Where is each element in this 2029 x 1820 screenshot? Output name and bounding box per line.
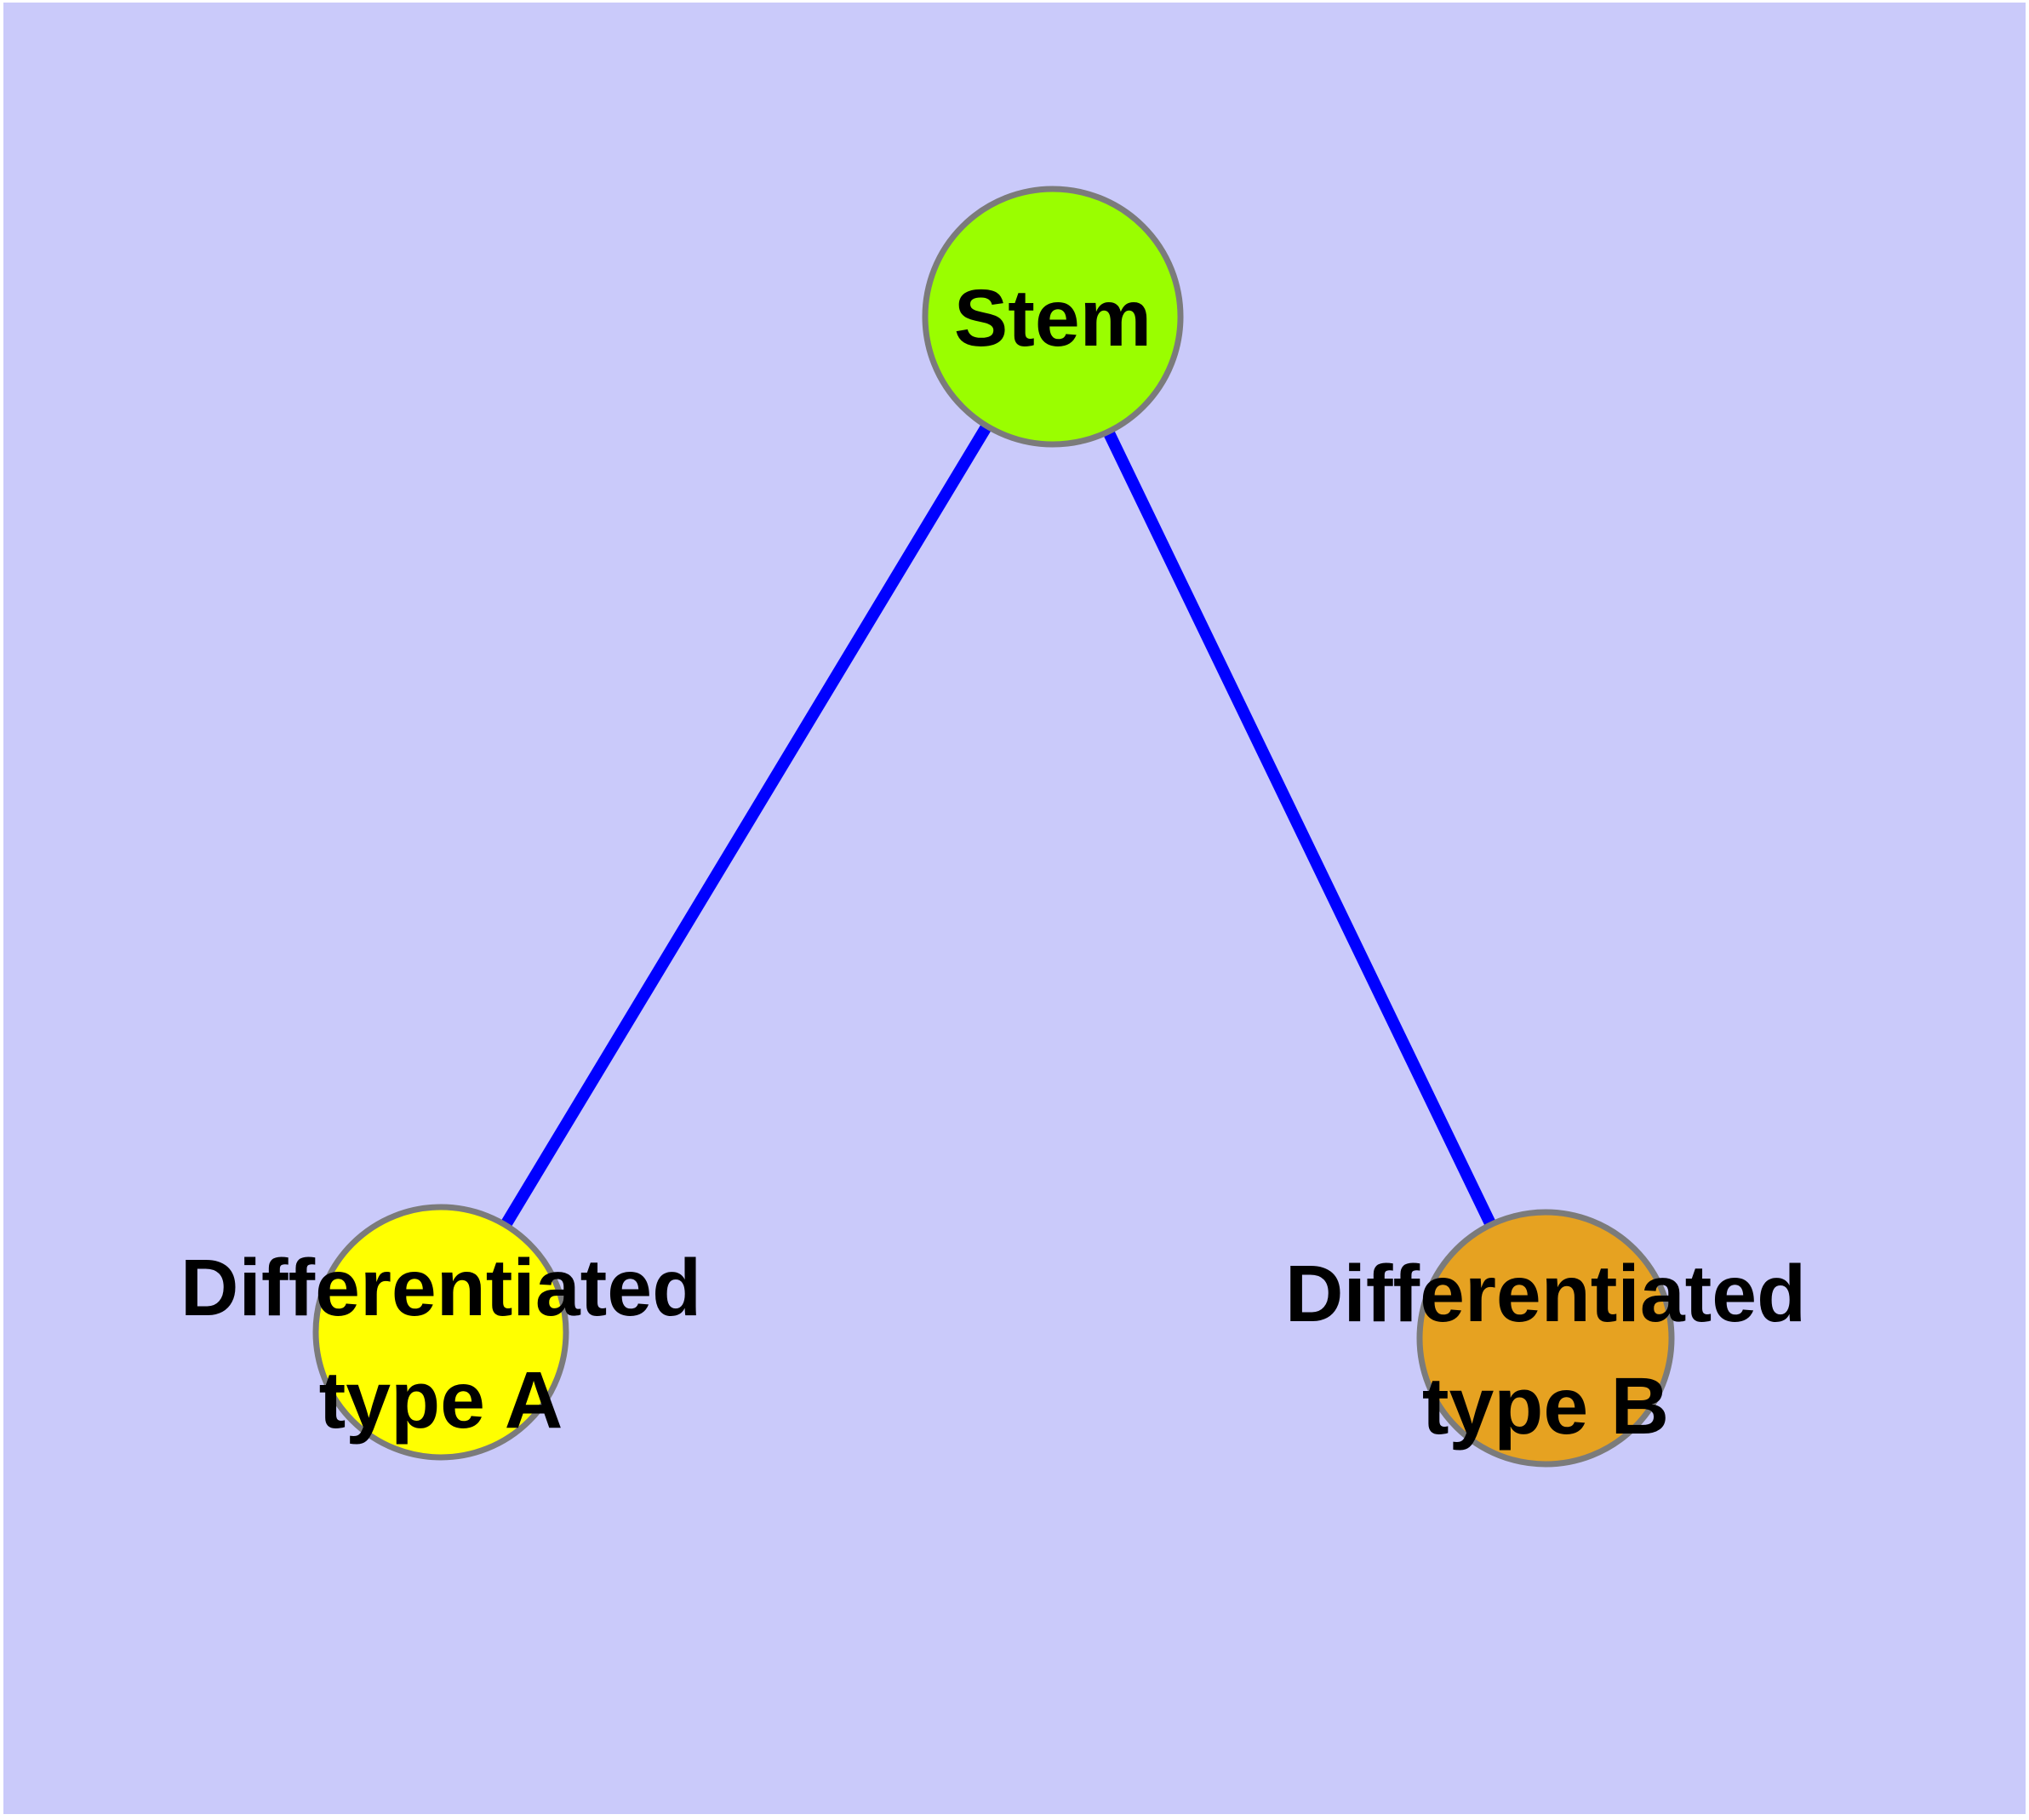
node-differentiated-type-b xyxy=(1416,1209,1675,1468)
node-differentiated-type-a xyxy=(312,1204,569,1461)
node-stem xyxy=(922,186,1184,448)
edge-stem-to-type-a xyxy=(436,313,1058,1336)
node-type-b-label-line1: Differentiated xyxy=(1285,1249,1806,1339)
node-type-a-label-line1: Differentiated xyxy=(180,1243,701,1333)
edge-stem-to-type-b xyxy=(1047,313,1552,1342)
node-type-a-label-line2: type A xyxy=(319,1355,563,1445)
node-stem-label: Stem xyxy=(954,273,1152,363)
node-type-b-label-line2: type B xyxy=(1422,1361,1669,1451)
